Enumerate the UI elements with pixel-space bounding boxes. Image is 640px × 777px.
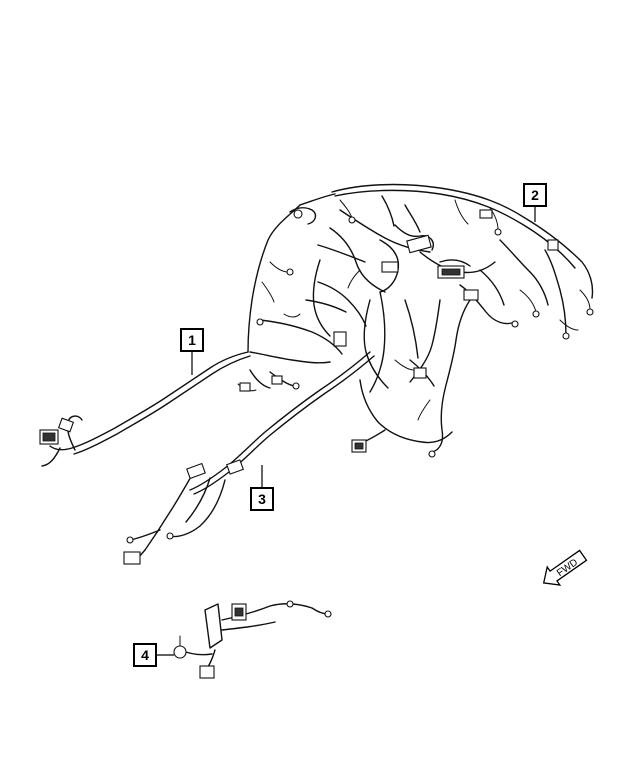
callout-4: 4 — [133, 643, 174, 667]
callout-3-label: 3 — [258, 491, 266, 507]
callout-4-label: 4 — [141, 647, 149, 663]
fwd-arrow-icon: FWD — [542, 549, 588, 586]
harness-1-body — [39, 351, 300, 467]
callout-1-label: 1 — [188, 332, 196, 348]
callout-1: 1 — [180, 328, 204, 375]
harness-3-floor — [123, 351, 375, 565]
callout-2-label: 2 — [531, 187, 539, 203]
harness-4-jumper — [173, 600, 332, 679]
harness-2-instrument-panel — [247, 183, 594, 458]
callout-3: 3 — [250, 465, 274, 511]
callout-2: 2 — [523, 183, 547, 222]
